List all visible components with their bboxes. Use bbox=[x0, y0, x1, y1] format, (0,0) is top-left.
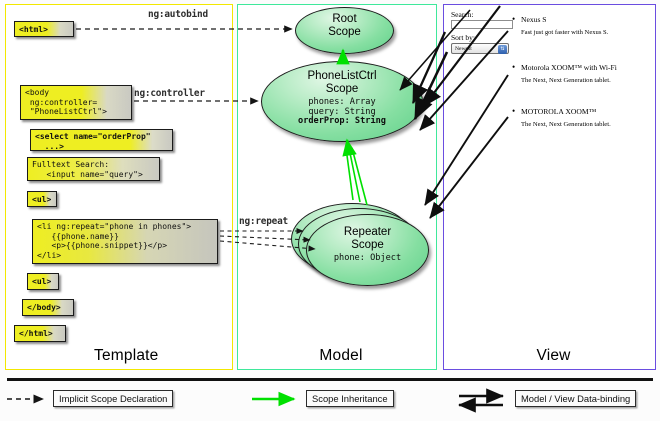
code-box-html-open: <html> bbox=[14, 21, 74, 37]
phone-name: Nexus S bbox=[512, 14, 657, 24]
search-input[interactable] bbox=[451, 20, 513, 29]
code-box-body: <body ng:controller= "PhoneListCtrl"> bbox=[20, 85, 132, 120]
panel-model-label: Model bbox=[319, 347, 363, 364]
legend-item-model-view-data-binding: Model / View Data-binding bbox=[455, 384, 637, 414]
sort-by-selected-value: Newest bbox=[455, 46, 472, 52]
phone-snippet: The Next, Next Generation tablet. bbox=[521, 77, 611, 84]
phone-list-item[interactable]: Nexus S Fast just got faster with Nexus … bbox=[512, 14, 657, 36]
legend-double-arrow-icon bbox=[458, 388, 504, 413]
connector-label-repeat: ng:repeat bbox=[239, 216, 288, 227]
legend-label-scope-inheritance: Scope Inheritance bbox=[306, 390, 394, 407]
code-box-fulltext-search: Fulltext Search: <input name="query"> bbox=[27, 157, 160, 181]
legend-label-model-view-data-binding: Model / View Data-binding bbox=[515, 390, 637, 407]
panel-view-label: View bbox=[536, 347, 571, 364]
phone-name: MOTOROLA XOOM™ bbox=[512, 106, 657, 116]
search-label: Search: bbox=[451, 10, 474, 19]
code-box-ul-open: <ul> bbox=[27, 191, 57, 207]
scope-repeater-props: phone: Object bbox=[307, 253, 428, 264]
legend-dashed-arrow-icon bbox=[7, 394, 44, 404]
legend-solid-green-arrow-icon bbox=[252, 391, 296, 407]
scope-phonelistctrl-props: phones: Array query: String orderProp: S… bbox=[262, 97, 422, 127]
scope-prop-phones: phones: Array bbox=[308, 97, 376, 107]
legend-item-scope-inheritance: Scope Inheritance bbox=[250, 384, 394, 414]
sort-by-label: Sort by: bbox=[451, 33, 475, 42]
legend-divider bbox=[7, 378, 653, 381]
panel-template-label: Template bbox=[94, 347, 159, 364]
phone-snippet: Fast just got faster with Nexus S. bbox=[521, 29, 609, 36]
chevron-updown-icon: ⇅ bbox=[498, 45, 507, 54]
connector-label-autobind: ng:autobind bbox=[148, 9, 208, 20]
sort-by-select[interactable]: Newest ⇅ bbox=[451, 43, 509, 54]
code-box-select: <select name="orderProp" ...> bbox=[30, 129, 173, 151]
code-box-html-close: </html> bbox=[14, 325, 66, 342]
legend-label-implicit-scope-declaration: Implicit Scope Declaration bbox=[53, 390, 174, 407]
phone-snippet: The Next, Next Generation tablet. bbox=[521, 121, 611, 128]
panel-model: Model bbox=[237, 4, 437, 370]
phone-list-item[interactable]: MOTOROLA XOOM™ The Next, Next Generation… bbox=[512, 106, 657, 128]
code-box-body-close: </body> bbox=[22, 299, 74, 316]
phone-list-item[interactable]: Motorola XOOM™ with Wi-Fi The Next, Next… bbox=[512, 62, 657, 84]
code-box-li-repeat: <li ng:repeat="phone in phones"> {{phone… bbox=[32, 219, 218, 264]
legend: Implicit Scope Declaration Scope Inherit… bbox=[0, 384, 660, 418]
scope-prop-orderprop: orderProp: String bbox=[298, 116, 386, 127]
scope-prop-phone: phone: Object bbox=[333, 253, 402, 263]
scope-prop-query: query: String bbox=[308, 106, 376, 117]
phone-name: Motorola XOOM™ with Wi-Fi bbox=[512, 62, 657, 72]
connector-label-controller: ng:controller bbox=[134, 88, 205, 99]
view-content: Search: Sort by: Newest ⇅ Nexus S Fast j… bbox=[448, 10, 653, 130]
code-box-ul-close: <ul> bbox=[27, 273, 59, 290]
legend-item-implicit-scope-declaration: Implicit Scope Declaration bbox=[5, 384, 174, 414]
